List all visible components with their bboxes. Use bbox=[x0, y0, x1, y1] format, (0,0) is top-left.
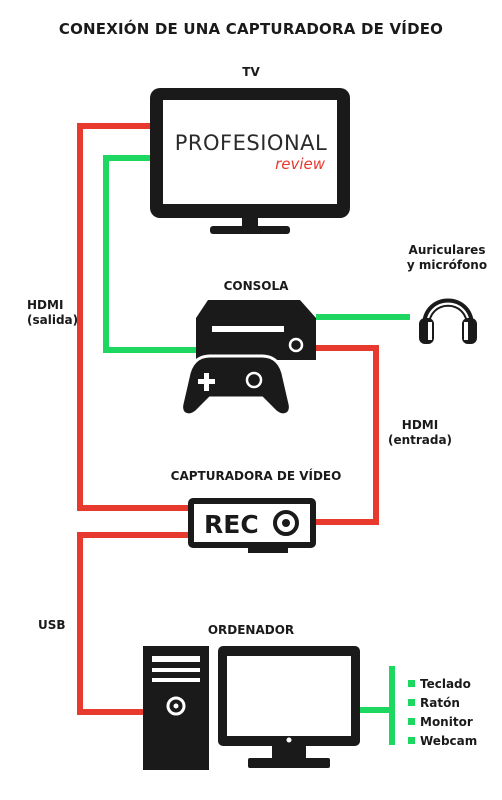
usb-cable bbox=[77, 532, 188, 715]
usb-label: USB bbox=[38, 618, 66, 632]
console-icon bbox=[196, 300, 316, 360]
peripheral-monitor: Monitor bbox=[420, 715, 473, 729]
headset-label-line2: y micrófono bbox=[406, 258, 488, 272]
professional-review-logo: PROFESIONAL review bbox=[175, 131, 327, 173]
hdmi-output-line1: HDMI bbox=[27, 298, 64, 312]
peripheral-webcam: Webcam bbox=[420, 734, 478, 748]
peripheral-keyboard: Teclado bbox=[420, 677, 471, 691]
hdmi-output-label: HDMI (salida) bbox=[27, 298, 78, 328]
gamepad-icon bbox=[180, 354, 292, 417]
computer-label: ORDENADOR bbox=[207, 623, 295, 637]
headset-label-line1: Auriculares bbox=[408, 243, 486, 257]
pc-tower-icon bbox=[143, 646, 209, 770]
tv-icon bbox=[150, 88, 350, 234]
headset-icon bbox=[419, 298, 477, 344]
hdmi-input-line1: HDMI bbox=[401, 418, 439, 432]
record-icon bbox=[273, 510, 299, 536]
hdmi-output-line2: (salida) bbox=[27, 313, 79, 327]
hdmi-input-label: HDMI (entrada) bbox=[388, 418, 452, 448]
diagram-title: CONEXIÓN DE UNA CAPTURADORA DE VÍDEO bbox=[58, 20, 444, 38]
headset-label: Auriculares y micrófono bbox=[407, 243, 487, 273]
capture-card-label: CAPTURADORA DE VÍDEO bbox=[170, 469, 342, 483]
tv-green-cable bbox=[103, 155, 196, 353]
peripheral-bullets bbox=[408, 680, 415, 744]
tv-label: TV bbox=[242, 65, 260, 79]
capture-card-icon: REC bbox=[188, 498, 316, 553]
hdmi-input-line2: (entrada) bbox=[387, 433, 453, 447]
capture-rec-text: REC bbox=[204, 510, 259, 539]
logo-top-text: PROFESIONAL bbox=[175, 131, 327, 155]
logo-bottom-text: review bbox=[275, 155, 326, 173]
hdmi-input-cable bbox=[316, 345, 379, 525]
peripheral-mouse: Ratón bbox=[420, 696, 460, 710]
monitor-icon bbox=[218, 646, 360, 768]
console-label: CONSOLA bbox=[223, 279, 289, 293]
hdmi-output-cable bbox=[77, 123, 188, 511]
